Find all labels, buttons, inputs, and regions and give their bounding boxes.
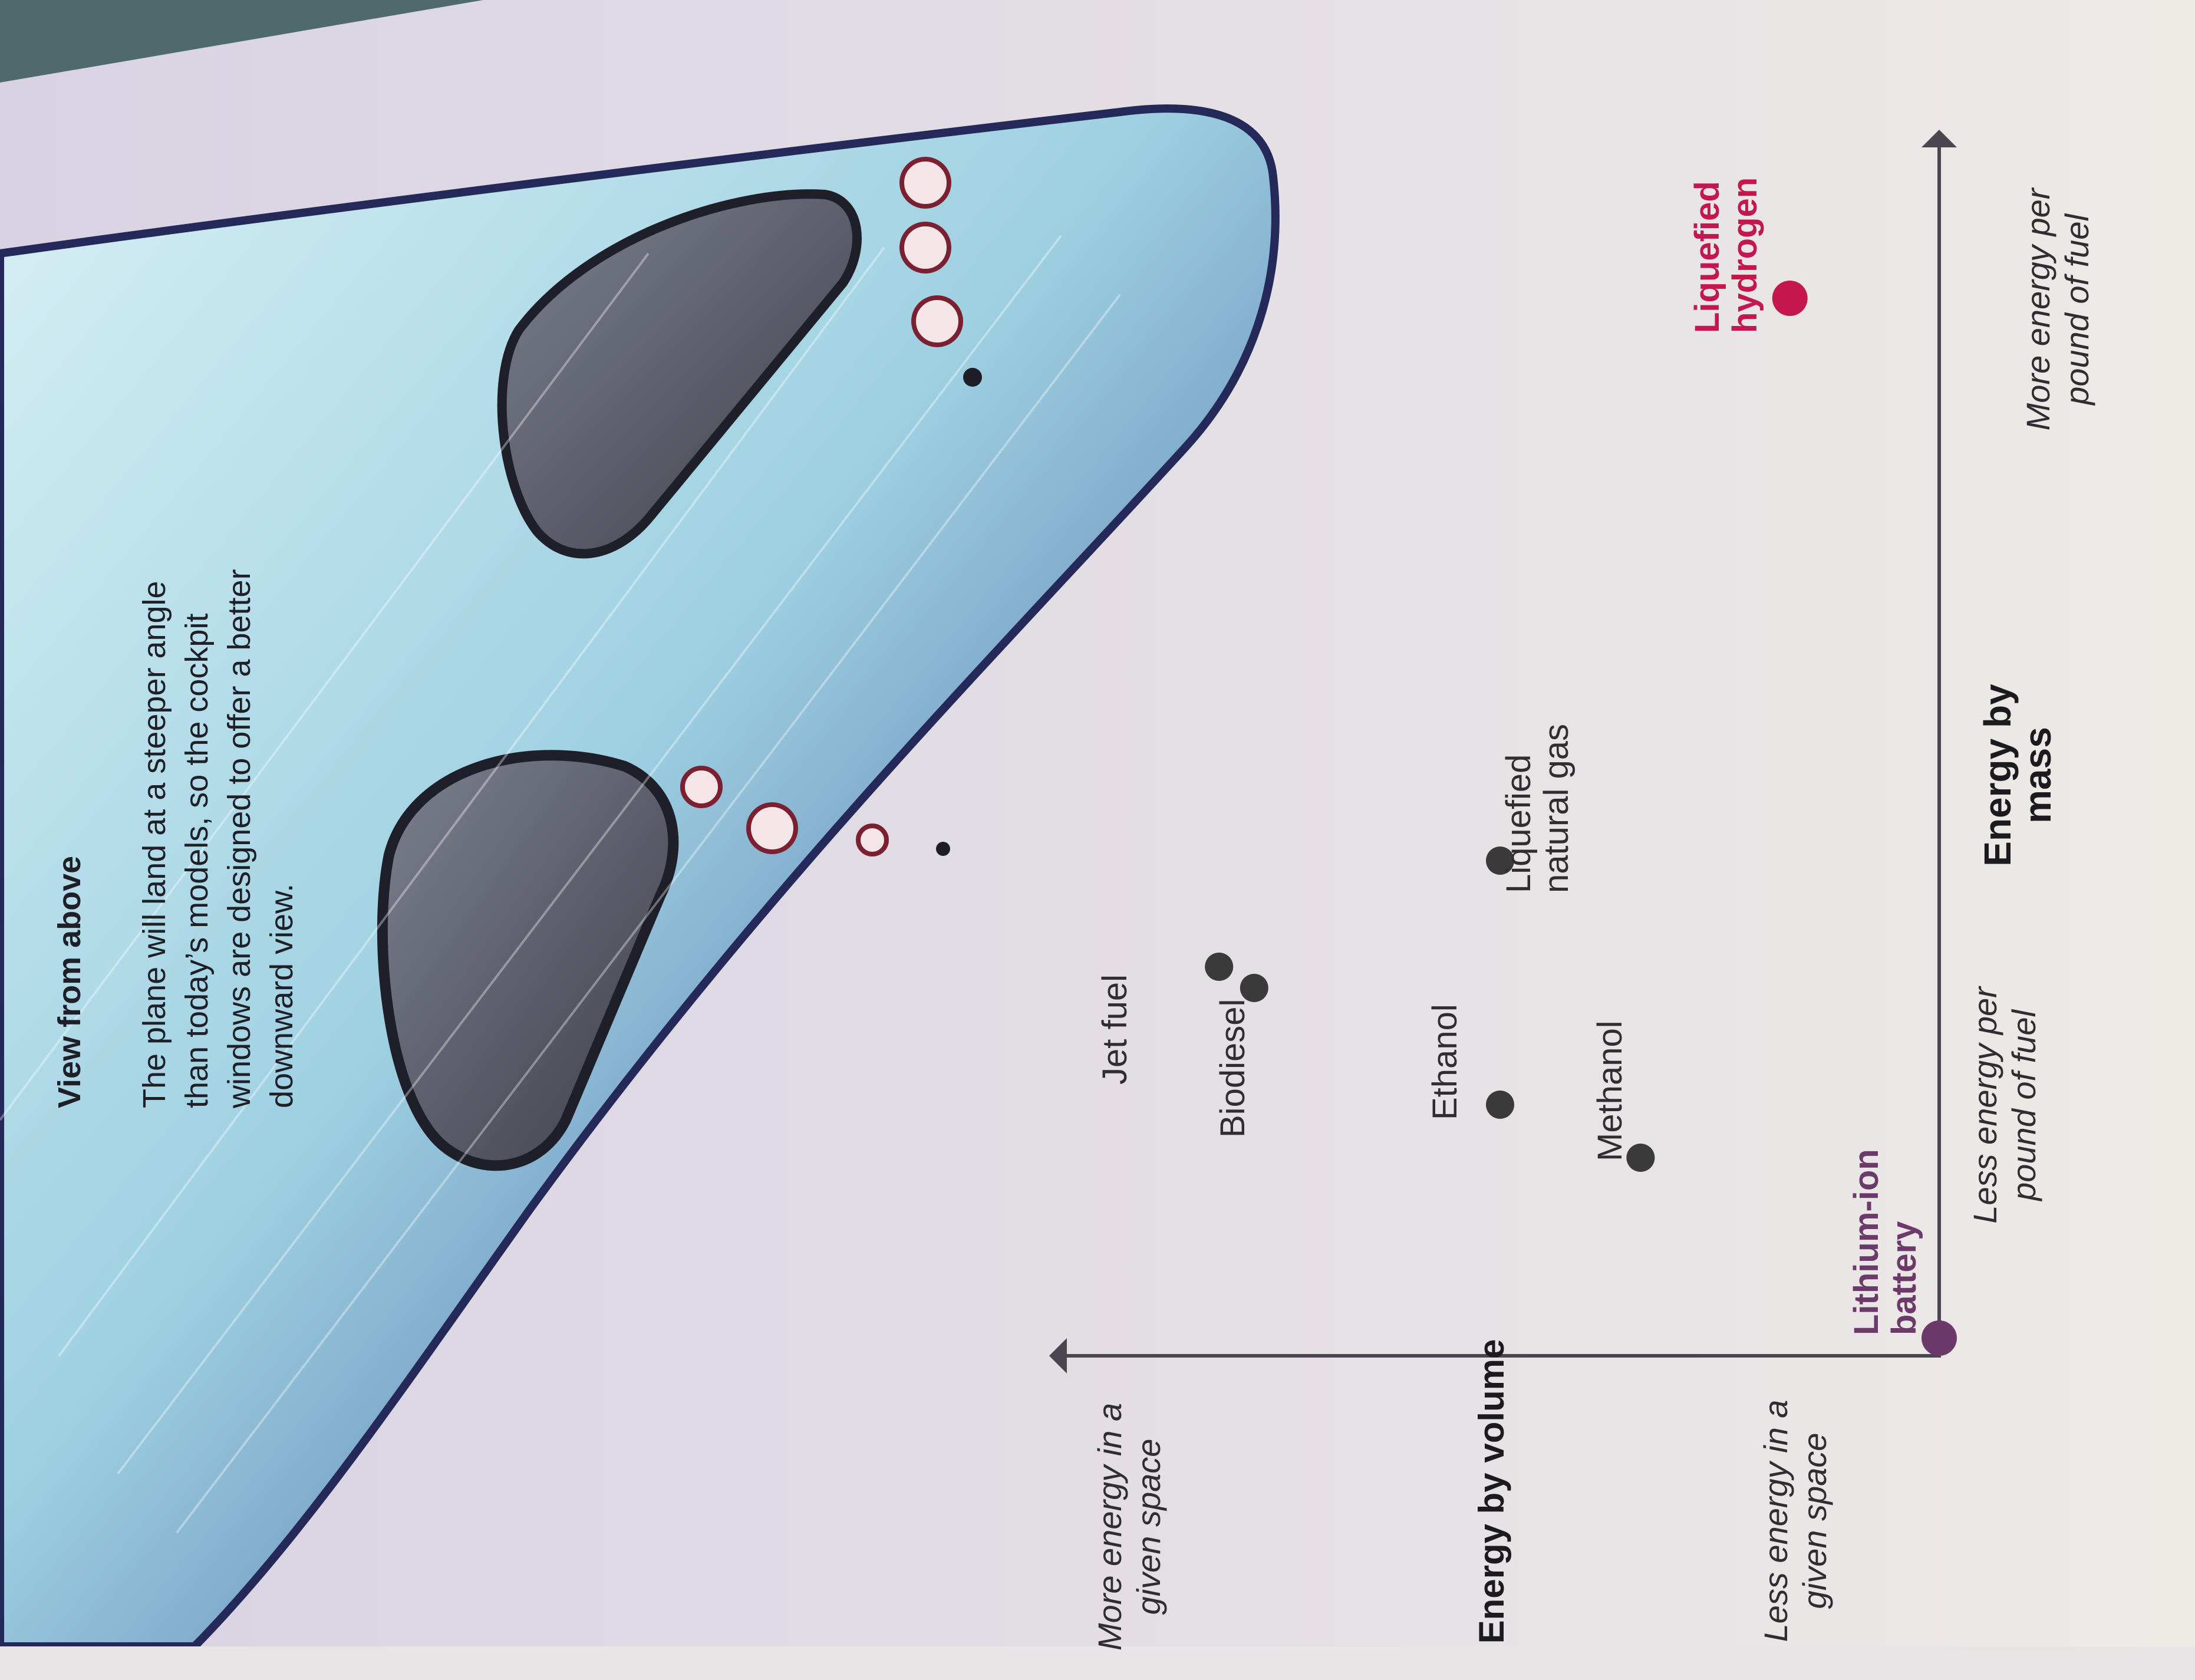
scatter-point-ethanol <box>1486 1091 1514 1119</box>
page-scene <box>0 0 2195 1646</box>
scatter-point-methanol <box>1626 1144 1655 1172</box>
fuselage-hatching <box>0 235 1121 1534</box>
point-label-biodiesel: Biodiesel <box>1214 999 1252 1138</box>
point-label-lithium-ion-battery: Lithium-ion battery <box>1847 1149 1923 1335</box>
scatter-point-biodiesel <box>1240 974 1268 1002</box>
scatter-point-lithium-ion-battery <box>1922 1320 1957 1356</box>
scatter-point-jet-fuel <box>1205 953 1234 981</box>
scatter-point-liquefied-natural-gas <box>1486 846 1514 875</box>
point-label-methanol: Methanol <box>1591 1020 1629 1161</box>
x-high-label: More energy per pound of fuel <box>2019 188 2095 431</box>
y-low-label: Less energy in a given space <box>1757 1399 1833 1642</box>
scatter-point-liquefied-hydrogen <box>1772 281 1808 316</box>
sensor-dots <box>936 368 982 856</box>
point-label-liquefied-hydrogen: Liquefied hydrogen <box>1688 177 1764 333</box>
y-axis-title: Energy by volume <box>1472 1339 1511 1644</box>
caption-title: View from above <box>52 855 87 1108</box>
y-high-label: More energy in a given space <box>1091 1402 1167 1651</box>
x-axis-arrowhead <box>1049 1338 1067 1373</box>
point-label-ethanol: Ethanol <box>1426 1004 1464 1120</box>
x-low-label: Less energy per pound of fuel <box>1966 987 2042 1224</box>
y-axis-arrowhead <box>1922 130 1957 147</box>
point-label-liquefied-natural-gas: Liquefied natural gas <box>1499 724 1576 893</box>
nose-sensors <box>680 157 963 857</box>
page-corner-shadow <box>0 0 483 83</box>
x-axis-title: Energy by mass <box>1976 684 2059 867</box>
cockpit-window-front <box>497 189 862 559</box>
point-label-jet-fuel: Jet fuel <box>1096 974 1134 1085</box>
cockpit-window-main <box>377 750 679 1171</box>
caption-body: The plane will land at a steeper angle t… <box>137 569 299 1108</box>
scatter-points <box>1205 281 1957 1356</box>
caption-block: View from above The plane will land at a… <box>6 542 299 1108</box>
